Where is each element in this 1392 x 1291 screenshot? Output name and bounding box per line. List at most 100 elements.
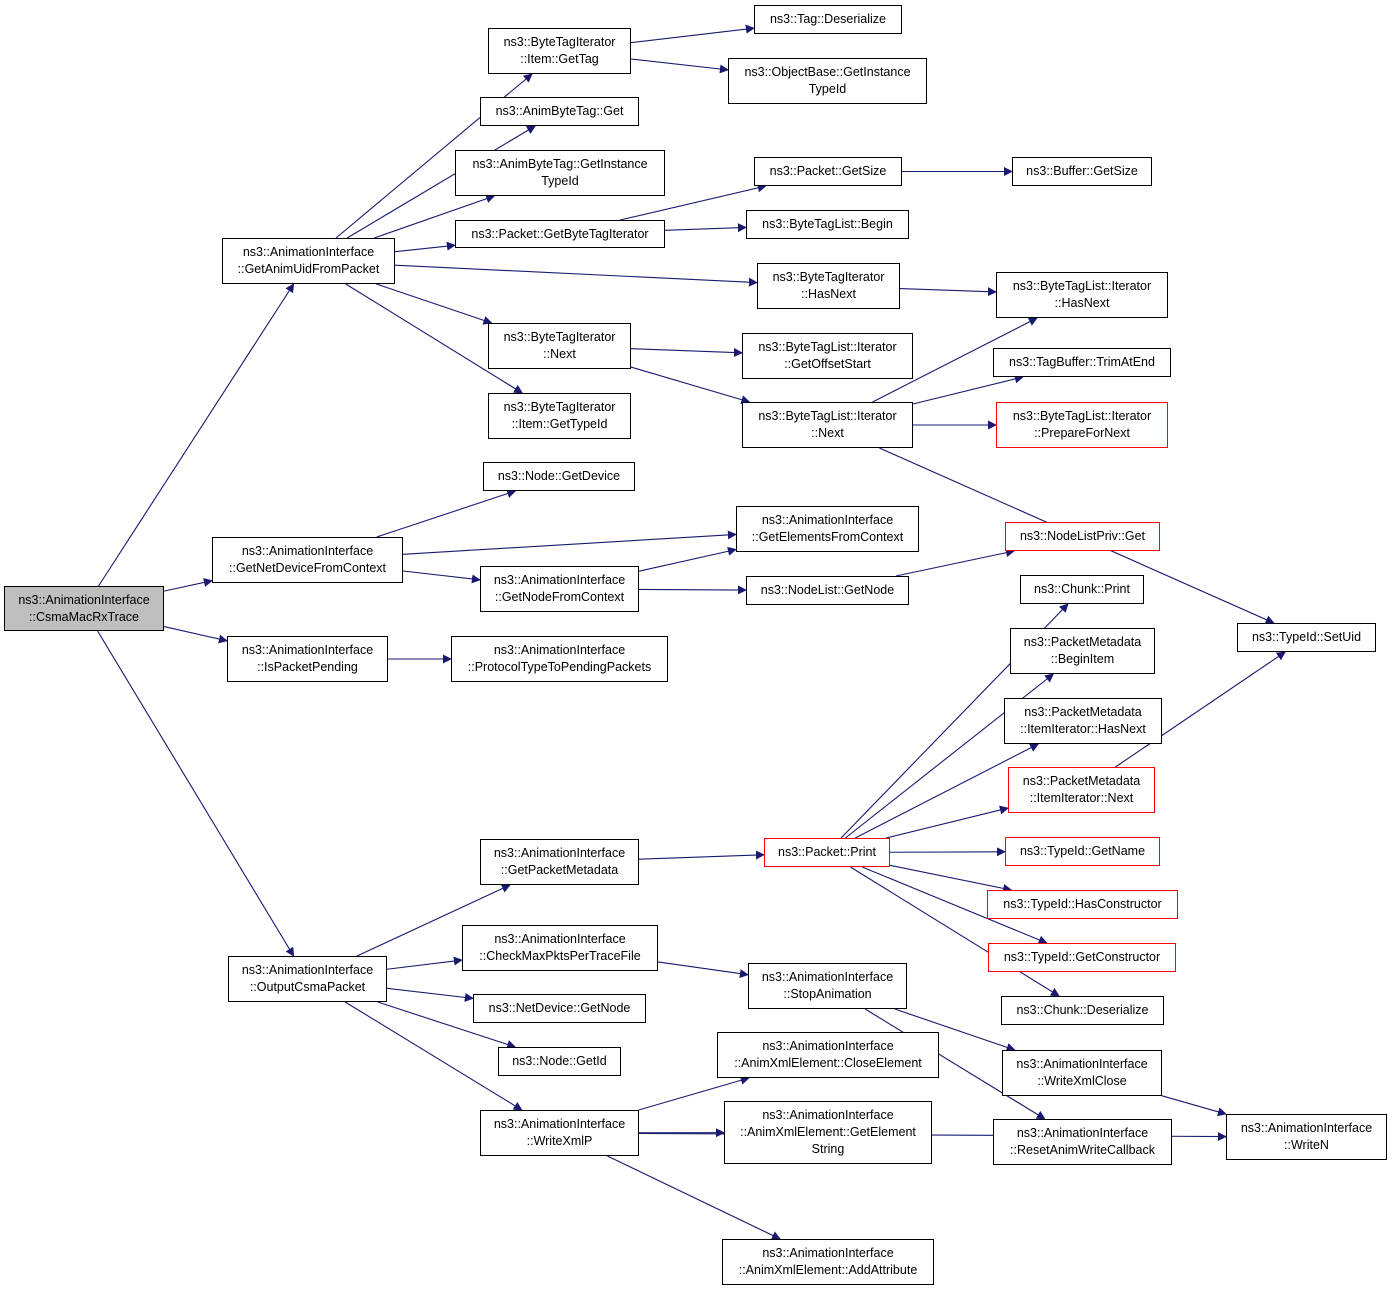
node-chunk-print[interactable]: ns3::Chunk::Print [1020,575,1144,604]
call-edge [98,283,295,587]
node-label-line: ::OutputCsmaPacket [249,980,366,994]
node-item-get-type-id[interactable]: ns3::ByteTagIterator::Item::GetTypeId [488,393,631,439]
node-protocol-type-to-pending-packets[interactable]: ns3::AnimationInterface::ProtocolTypeToP… [451,636,668,682]
call-edge [163,578,213,592]
node-label-line: ns3::TypeId::HasConstructor [1003,897,1162,911]
call-edge [386,987,474,1002]
node-label-line: ns3::ObjectBase::GetInstance [744,65,911,79]
node-get-packet-metadata[interactable]: ns3::AnimationInterface::GetPacketMetada… [480,839,639,885]
node-write-n[interactable]: ns3::AnimationInterface::WriteN [1226,1114,1387,1160]
node-get-anim-uid-from-packet[interactable]: ns3::AnimationInterface::GetAnimUidFromP… [222,238,395,284]
node-label-line: ns3::AnimationInterface [18,592,150,607]
node-label-line: ns3::TypeId::SetUid [1251,630,1362,644]
call-edge [889,864,1013,893]
node-anim-xml-element-close-element[interactable]: ns3::AnimationInterface::AnimXmlElement:… [717,1032,939,1078]
node-anim-xml-element-add-attribute[interactable]: ns3::AnimationInterface::AnimXmlElement:… [722,1239,934,1285]
call-edge [619,183,767,221]
node-get-elements-from-context[interactable]: ns3::AnimationInterface::GetElementsFrom… [736,506,919,552]
node-node-list-priv-get[interactable]: ns3::NodeListPriv::Get [1005,522,1160,551]
node-label-line: ns3::ByteTagList::Begin [762,217,893,231]
node-label-line: ns3::Chunk::Print [1034,582,1130,596]
node-write-xml-p[interactable]: ns3::AnimationInterface::WriteXmlP [480,1110,639,1156]
node-byte-tag-iterator-next[interactable]: ns3::ByteTagIterator::Next [488,323,631,369]
node-byte-tag-iterator-has-next[interactable]: ns3::ByteTagIterator::HasNext [757,263,900,309]
node-label-line: ::BeginItem [1050,652,1115,666]
node-item-iterator-has-next[interactable]: ns3::PacketMetadata::ItemIterator::HasNe… [1004,698,1162,744]
node-label-line: ::HasNext [801,287,856,301]
call-edge [630,58,729,74]
node-item-iterator-next[interactable]: ns3::PacketMetadata::ItemIterator::Next [1008,767,1155,813]
call-edge [356,884,511,957]
node-label-line: ::GetAnimUidFromPacket [237,262,380,276]
node-buffer-get-size[interactable]: ns3::Buffer::GetSize [1012,157,1152,186]
node-node-get-device[interactable]: ns3::Node::GetDevice [483,462,635,491]
call-edge [1115,651,1286,768]
node-label-line: ns3::NetDevice::GetNode [488,1001,631,1015]
node-label-line: ns3::ByteTagList::Iterator [1012,279,1152,293]
node-label-line: ns3::AnimationInterface [493,643,626,657]
node-label-line: ns3::AnimationInterface [493,846,626,860]
node-iterator-prepare-for-next[interactable]: ns3::ByteTagList::Iterator::PrepareForNe… [996,402,1168,448]
call-edge [402,530,737,555]
node-label-line: ns3::Packet::GetSize [769,164,887,178]
node-iterator-has-next[interactable]: ns3::ByteTagList::Iterator::HasNext [996,272,1168,318]
node-label-line: ns3::AnimationInterface [1240,1121,1373,1135]
node-label-line: ns3::ByteTagList::Iterator [758,340,897,354]
node-node-get-id[interactable]: ns3::Node::GetId [498,1047,621,1076]
call-edge [394,241,456,253]
node-stop-animation[interactable]: ns3::AnimationInterface::StopAnimation [748,963,907,1009]
node-type-id-set-uid[interactable]: ns3::TypeId::SetUid [1237,623,1376,652]
call-edge [638,1075,750,1111]
node-label-line: ::PrepareForNext [1034,426,1130,440]
node-type-id-get-constructor[interactable]: ns3::TypeId::GetConstructor [988,943,1176,972]
node-packet-print[interactable]: ns3::Packet::Print [764,838,890,867]
node-get-net-device-from-context[interactable]: ns3::AnimationInterface::GetNetDeviceFro… [212,537,403,583]
call-edge [862,866,1048,945]
node-tag-buffer-trim-at-end[interactable]: ns3::TagBuffer::TrimAtEnd [993,348,1171,377]
node-type-id-has-constructor[interactable]: ns3::TypeId::HasConstructor [987,890,1178,919]
call-edge [872,317,1038,403]
node-label-line: ns3::Node::GetDevice [497,469,621,483]
node-label-line: ns3::PacketMetadata [1023,635,1142,649]
node-write-xml-close[interactable]: ns3::AnimationInterface::WriteXmlClose [1002,1050,1162,1096]
node-byte-tag-list-begin[interactable]: ns3::ByteTagList::Begin [746,210,909,239]
node-label-line: ns3::PacketMetadata [1022,774,1141,788]
node-label-line: ::CheckMaxPktsPerTraceFile [479,949,641,963]
node-chunk-deserialize[interactable]: ns3::Chunk::Deserialize [1001,996,1164,1025]
node-label-line: ::ProtocolTypeToPendingPackets [467,660,652,674]
node-net-device-get-node[interactable]: ns3::NetDevice::GetNode [473,994,646,1023]
call-edge [630,366,751,405]
node-label-line: ::ItemIterator::HasNext [1020,722,1146,736]
node-reset-anim-write-callback[interactable]: ns3::AnimationInterface::ResetAnimWriteC… [993,1119,1172,1165]
node-packet-get-size[interactable]: ns3::Packet::GetSize [754,157,902,186]
call-edge [346,125,536,239]
node-is-packet-pending[interactable]: ns3::AnimationInterface::IsPacketPending [227,636,388,682]
node-label-line: ::GetNetDeviceFromContext [229,561,386,575]
node-label-line: ns3::ByteTagIterator [503,330,616,344]
call-edge [97,630,295,957]
node-packet-get-byte-tag-iterator[interactable]: ns3::Packet::GetByteTagIterator [455,220,665,248]
node-tag-deserialize[interactable]: ns3::Tag::Deserialize [754,5,902,34]
node-label-line: ns3::Buffer::GetSize [1026,164,1138,178]
node-label-line: ns3::AnimationInterface [241,544,374,558]
call-edge [638,585,747,595]
node-check-max-pkts-per-trace-file[interactable]: ns3::AnimationInterface::CheckMaxPktsPer… [462,925,658,971]
node-iterator-next[interactable]: ns3::ByteTagList::Iterator::Next [742,402,913,448]
node-node-list-get-node[interactable]: ns3::NodeList::GetNode [746,576,909,605]
node-label-line: ns3::AnimationInterface [1016,1126,1149,1140]
node-anim-xml-element-get-element-string[interactable]: ns3::AnimationInterface::AnimXmlElement:… [724,1101,932,1164]
node-packet-metadata-begin-item[interactable]: ns3::PacketMetadata::BeginItem [1010,628,1155,674]
node-label-line: ::GetPacketMetadata [500,863,619,877]
node-output-csma-packet[interactable]: ns3::AnimationInterface::OutputCsmaPacke… [228,956,387,1002]
node-label-line: ::GetOffsetStart [784,357,871,371]
node-label-line: ::CsmaMacRxTrace [29,609,139,624]
node-anim-byte-tag-get[interactable]: ns3::AnimByteTag::Get [480,97,639,126]
node-type-id-get-name[interactable]: ns3::TypeId::GetName [1005,837,1160,866]
node-item-get-tag[interactable]: ns3::ByteTagIterator::Item::GetTag [488,28,631,74]
call-edge [394,264,758,287]
node-iterator-get-offset-start[interactable]: ns3::ByteTagList::Iterator::GetOffsetSta… [742,333,913,379]
node-get-node-from-context[interactable]: ns3::AnimationInterface::GetNodeFromCont… [480,566,639,612]
